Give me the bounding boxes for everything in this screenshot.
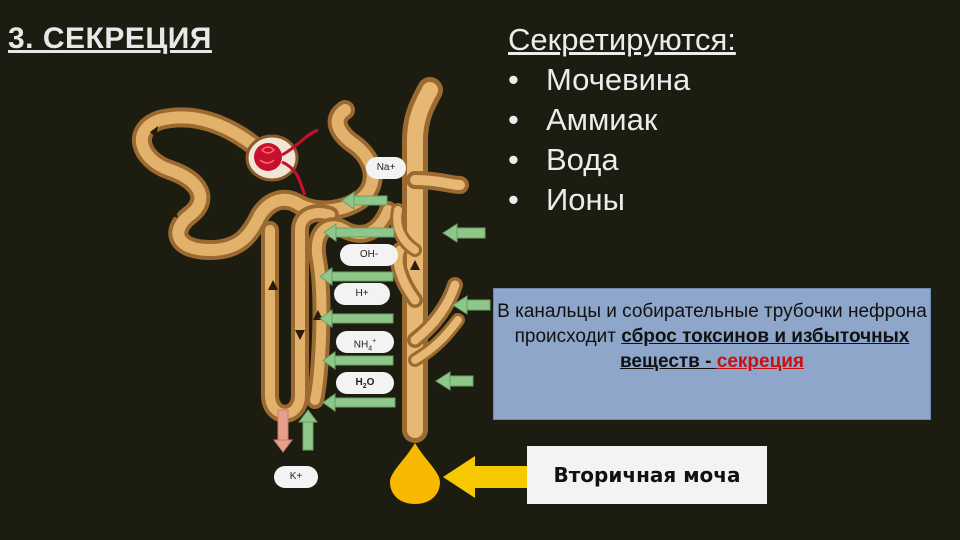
green-arrow-9 [435,371,474,391]
secreted-list-block: Секретируются: Мочевина Аммиак Вода Ионы [508,20,736,220]
green-arrow-2 [323,223,395,242]
green-arrow-8 [452,295,491,315]
slide-title: 3. СЕКРЕЦИЯ [8,22,212,55]
secreted-item-ions: Ионы [508,180,736,220]
ion-label-nh4: NH4+ [336,331,394,353]
tubule [131,77,469,443]
ion-label-oh: OH- [340,244,398,266]
secreted-item-ammonia: Аммиак [508,100,736,140]
secreted-item-water: Вода [508,140,736,180]
green-arrow-1 [341,191,388,210]
info-text-bold: сброс токсинов и избыточных веществ - [619,326,910,372]
ion-nh4-sup: + [372,338,377,345]
glomerulus [245,128,319,196]
ion-nh4-base: NH [353,339,369,351]
ion-label-h: H+ [334,283,390,305]
green-arrow-5 [322,351,394,370]
ion-nh4-sub: 4 [368,345,373,353]
secondary-urine-label: Вторичная моча [527,446,767,504]
green-arrow-4 [319,309,394,328]
flow-markers [150,126,420,340]
green-arrow-3 [319,267,394,286]
green-arrow-10 [298,409,318,451]
secreted-item-urea: Мочевина [508,60,736,100]
secreted-list: Мочевина Аммиак Вода Ионы [508,60,736,220]
pink-arrow [273,409,293,453]
urine-drop-icon [390,443,440,504]
green-arrow-7 [442,223,486,243]
ion-label-na: Na+ [366,157,406,179]
info-text-red: секреция [716,351,805,372]
ion-label-k: K+ [274,466,318,488]
ion-label-h2o: H2O [336,372,394,394]
secretion-info-box: В канальцы и собирательные трубочки нефр… [493,288,931,420]
green-arrow-6 [322,393,396,412]
secreted-heading: Секретируются: [508,22,736,57]
info-text-plain: В канальцы и собирательные трубочки нефр… [497,301,927,347]
green-arrows [298,191,491,451]
ion-h2o-b: O [366,377,375,388]
yellow-arrow-icon [443,456,528,498]
ion-h2o-a: H [355,377,363,388]
ion-h2o-sub: 2 [362,383,367,390]
